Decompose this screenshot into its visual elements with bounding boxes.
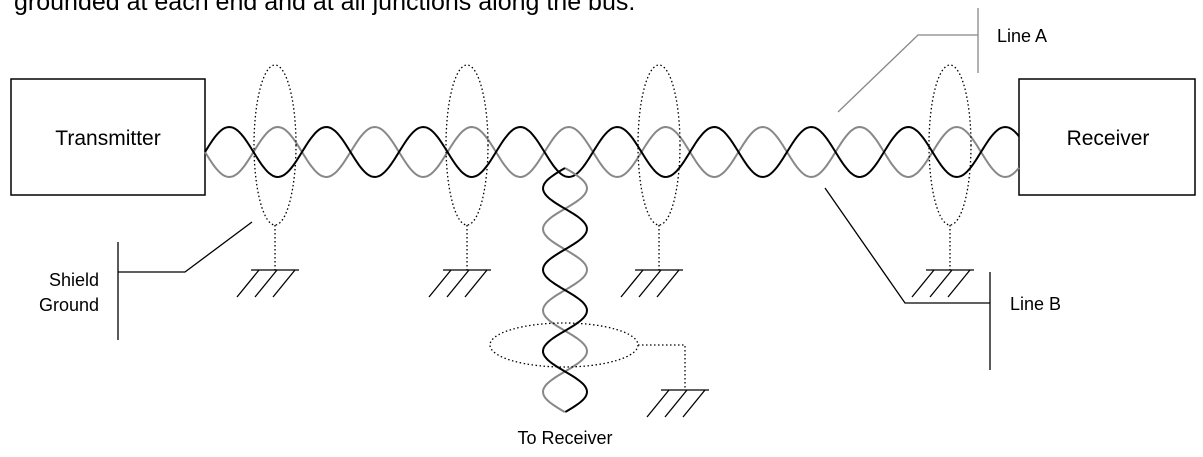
shield-ground-leader xyxy=(118,221,253,273)
shield-ground-label-line2: Ground xyxy=(39,295,99,315)
shield-ellipses xyxy=(253,64,972,368)
caption-text: grounded at each end and at all junction… xyxy=(14,0,636,16)
ground-stroke xyxy=(929,269,953,298)
ground-stroke xyxy=(664,389,688,418)
ground-stroke xyxy=(656,269,680,298)
shield-ground-label-line1: Shield xyxy=(49,270,99,290)
drop-cable-twisted-pair xyxy=(541,167,589,413)
ground-icon-drop xyxy=(646,389,709,418)
ground-leads xyxy=(274,225,951,390)
main-bus-twisted-pair xyxy=(204,125,1020,179)
ground-stroke xyxy=(464,269,488,298)
shield-ellipse-3 xyxy=(637,64,681,226)
ground-stroke xyxy=(254,269,278,298)
ground-stroke xyxy=(646,389,670,418)
to-receiver-label: To Receiver xyxy=(517,428,612,448)
ground-icon-2 xyxy=(428,269,491,298)
ground-stroke xyxy=(620,269,644,298)
shield-ellipse-2 xyxy=(445,64,489,226)
ground-stroke xyxy=(446,269,470,298)
transmitter-box xyxy=(10,78,206,196)
ground-stroke xyxy=(638,269,662,298)
line-b-wire xyxy=(204,125,1020,179)
ground-stroke xyxy=(911,269,935,298)
line-a-label: Line A xyxy=(997,26,1047,46)
ground-lead-drop xyxy=(638,344,686,390)
shield-ellipse-4 xyxy=(928,64,972,226)
ground-symbols xyxy=(236,269,974,418)
ground-stroke xyxy=(236,269,260,298)
ground-stroke xyxy=(428,269,452,298)
receiver-label: Receiver xyxy=(1067,127,1150,150)
ground-icon-1 xyxy=(236,269,299,298)
ground-stroke xyxy=(947,269,971,298)
receiver-box xyxy=(1018,78,1196,196)
line-b-leader xyxy=(824,187,990,304)
transmitter-label: Transmitter xyxy=(55,127,160,150)
drop-line-b-wire xyxy=(541,167,589,413)
ground-stroke xyxy=(682,389,706,418)
ground-icon-3 xyxy=(620,269,683,298)
line-a-wire xyxy=(204,125,1020,179)
ground-stroke xyxy=(272,269,296,298)
shield-ellipse-1 xyxy=(253,64,297,226)
line-a-leader xyxy=(837,34,978,113)
ground-icon-4 xyxy=(911,269,974,298)
line-b-label: Line B xyxy=(1010,294,1061,314)
